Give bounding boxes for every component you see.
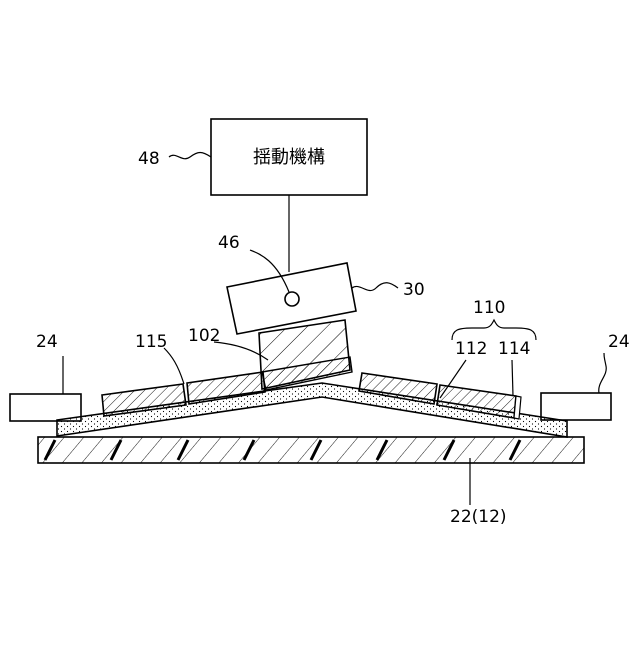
label-102: 102 [188, 326, 220, 346]
label-24-right: 24 [608, 332, 630, 352]
leader-line-30 [352, 283, 398, 291]
leader-line-115 [164, 348, 184, 384]
stopper-right [541, 393, 611, 420]
label-24-left: 24 [36, 332, 58, 352]
base-plate [38, 437, 584, 463]
label-114: 114 [498, 339, 530, 359]
bracket-110 [452, 320, 536, 340]
label-110: 110 [473, 298, 505, 318]
mechanism-box: 揺動機構 [211, 119, 367, 195]
label-112: 112 [455, 339, 487, 359]
label-115: 115 [135, 332, 167, 352]
label-30: 30 [403, 280, 425, 300]
leader-line-114 [512, 360, 513, 396]
tool-102 [259, 320, 352, 390]
label-48: 48 [138, 149, 160, 169]
leader-line-24-right [599, 353, 606, 393]
label-22-12: 22(12) [450, 507, 507, 527]
label-46: 46 [218, 233, 240, 253]
leader-line-48 [169, 153, 211, 159]
stopper-left [10, 394, 81, 421]
mechanism-box-label: 揺動機構 [253, 147, 325, 168]
pivot-46 [285, 292, 299, 306]
